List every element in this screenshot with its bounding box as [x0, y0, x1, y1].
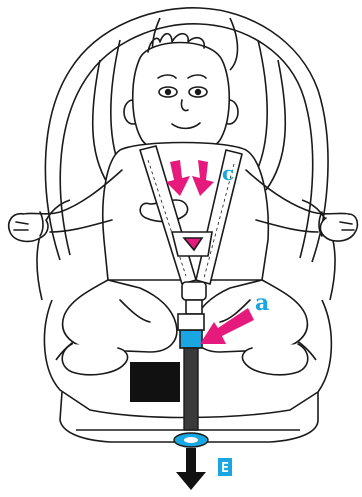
adjuster-release-button [180, 330, 202, 348]
label-c: c [222, 161, 234, 185]
label-a: a [255, 290, 269, 316]
down-arrow-icon [176, 448, 206, 490]
adjuster-strap [130, 348, 208, 447]
harness-buckle [178, 282, 206, 348]
chest-clip [172, 232, 212, 256]
label-e: E [221, 461, 229, 476]
